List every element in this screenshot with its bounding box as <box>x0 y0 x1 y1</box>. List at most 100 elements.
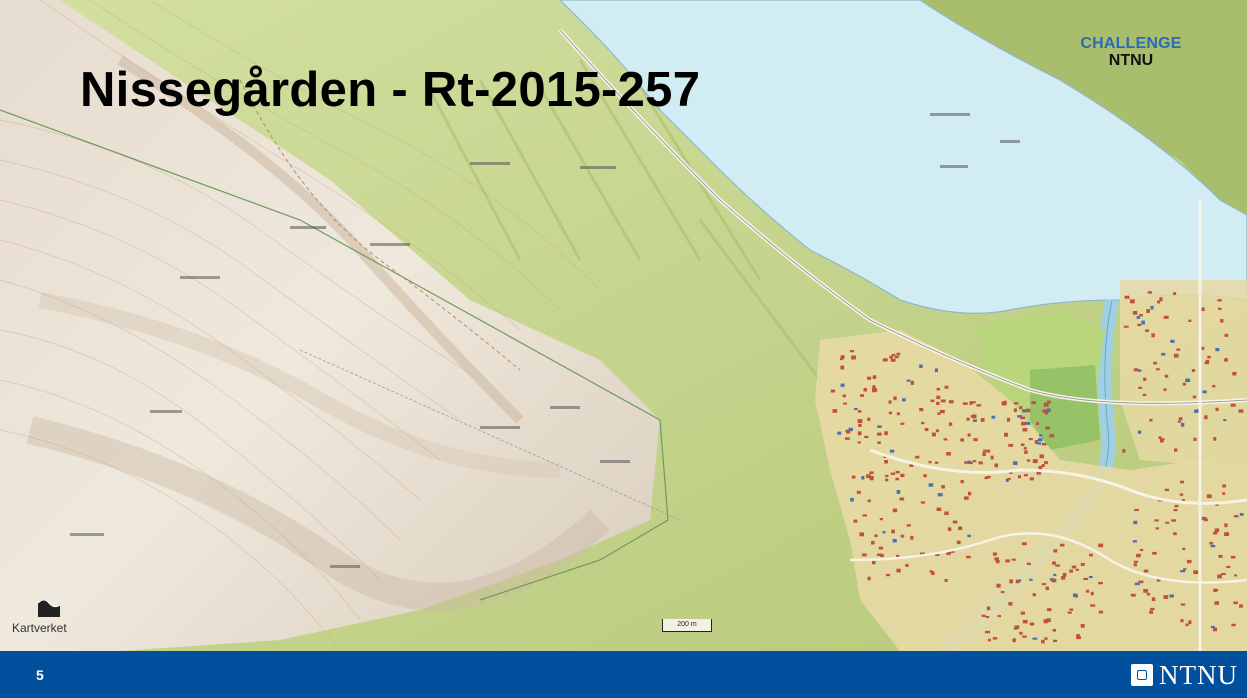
building <box>1220 319 1224 323</box>
building <box>928 483 934 487</box>
building <box>1182 547 1186 551</box>
building <box>962 402 968 405</box>
building <box>1156 577 1161 582</box>
building <box>986 476 991 479</box>
building <box>1013 461 1018 465</box>
building <box>1023 447 1027 450</box>
building <box>1021 542 1027 546</box>
building <box>1185 378 1191 383</box>
building <box>1218 554 1223 558</box>
building <box>985 630 990 634</box>
building <box>1213 627 1218 632</box>
building <box>1022 635 1027 638</box>
building <box>846 429 851 434</box>
building <box>1090 591 1094 596</box>
building <box>987 638 991 642</box>
building <box>1187 559 1192 564</box>
building <box>1019 406 1023 410</box>
building <box>1161 352 1166 356</box>
building <box>1044 461 1048 465</box>
building <box>1014 402 1019 405</box>
building <box>1143 569 1149 573</box>
building <box>843 402 847 405</box>
building <box>1045 618 1051 623</box>
building <box>900 473 905 478</box>
building <box>1076 634 1080 638</box>
building <box>1222 484 1227 488</box>
building <box>872 388 878 392</box>
building <box>1003 400 1007 405</box>
building <box>830 389 835 393</box>
building <box>1150 607 1155 611</box>
building <box>994 557 999 561</box>
building <box>840 383 845 387</box>
building <box>1012 638 1016 643</box>
building <box>1173 353 1179 358</box>
building <box>877 432 882 436</box>
building <box>1157 300 1161 304</box>
building <box>1207 355 1211 359</box>
building <box>839 357 844 361</box>
building <box>1046 400 1051 404</box>
map[interactable]: Kartverket 200 m <box>0 0 1247 651</box>
building <box>1052 561 1056 565</box>
building <box>891 529 895 534</box>
building <box>1164 488 1170 492</box>
building <box>1132 311 1138 315</box>
fjord-water[interactable] <box>559 0 1247 314</box>
building <box>1039 434 1043 437</box>
building <box>981 614 986 617</box>
building <box>1155 527 1159 530</box>
building <box>1188 319 1192 323</box>
building <box>1025 408 1031 413</box>
building <box>941 485 945 489</box>
building <box>1041 639 1045 644</box>
building <box>895 470 900 474</box>
building <box>1146 592 1151 596</box>
building <box>1138 580 1144 584</box>
building <box>1021 421 1026 426</box>
building <box>900 534 905 538</box>
building <box>1191 369 1196 372</box>
building <box>1098 581 1103 585</box>
building <box>1181 422 1185 427</box>
building <box>1215 407 1219 411</box>
building <box>1163 315 1169 319</box>
building <box>944 579 948 582</box>
building <box>1041 442 1047 446</box>
building <box>1174 504 1179 508</box>
building <box>1154 519 1159 522</box>
building <box>878 546 884 550</box>
building <box>973 438 978 442</box>
building <box>906 524 911 527</box>
building <box>1192 395 1197 399</box>
building <box>1176 348 1181 351</box>
building <box>872 375 877 379</box>
building <box>1150 305 1154 310</box>
building <box>1210 544 1216 548</box>
building <box>869 471 874 475</box>
building <box>1008 443 1014 447</box>
building <box>910 380 914 385</box>
building <box>976 404 982 407</box>
building <box>882 530 886 534</box>
building <box>946 452 951 456</box>
building <box>845 437 850 440</box>
building <box>1062 572 1067 577</box>
building <box>1213 437 1217 441</box>
building <box>944 385 949 389</box>
building <box>1151 597 1156 602</box>
building <box>1022 409 1027 413</box>
boundary-lines <box>0 79 681 601</box>
building <box>986 449 991 453</box>
building <box>969 401 973 405</box>
building <box>877 553 882 557</box>
building <box>958 526 963 531</box>
building <box>1203 517 1207 521</box>
building <box>1185 623 1189 627</box>
building <box>1182 382 1186 386</box>
building <box>1036 422 1040 425</box>
building <box>1173 532 1177 536</box>
map-canvas[interactable] <box>0 0 1247 651</box>
building <box>1234 574 1238 577</box>
